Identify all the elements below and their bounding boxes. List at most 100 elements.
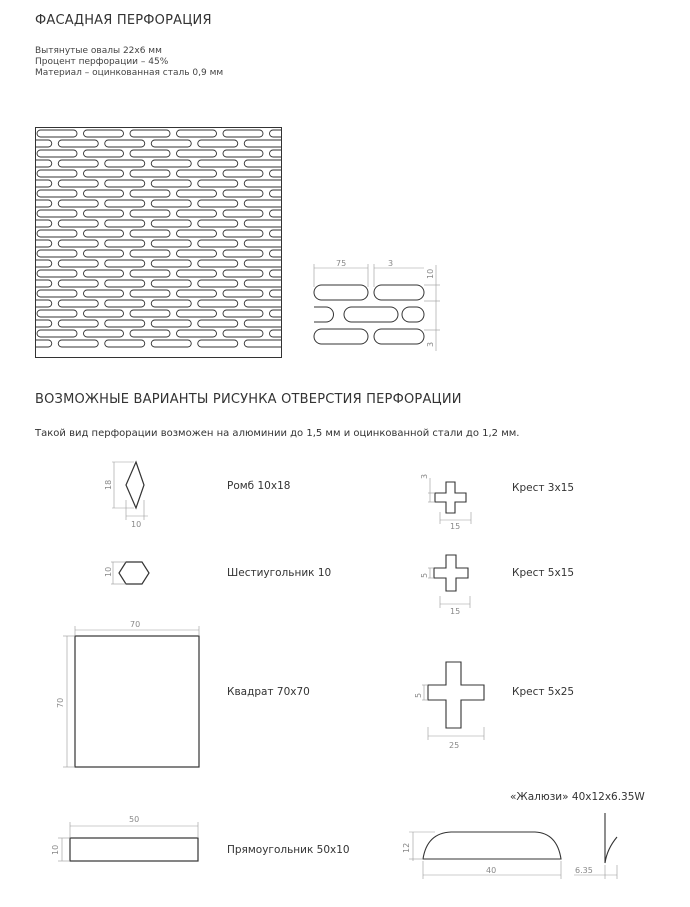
perforation-oval [222, 129, 264, 138]
perforation-oval [129, 169, 171, 178]
perforation-oval [176, 249, 217, 258]
perforation-oval [129, 269, 171, 278]
perforation-oval [243, 199, 281, 208]
perforation-oval [176, 269, 217, 278]
perforation-oval [129, 189, 171, 198]
perforation-oval [197, 199, 239, 208]
perforation-oval [222, 289, 264, 298]
perforation-oval [222, 329, 264, 338]
square-dim-w: 70 [130, 620, 140, 629]
perforation-oval [104, 179, 146, 188]
perforation-oval [57, 339, 99, 348]
perforation-oval [222, 209, 264, 218]
hexagon-label: Шестиугольник 10 [227, 567, 332, 579]
perforation-oval [83, 129, 124, 138]
perforation-oval [36, 139, 53, 148]
perforation-oval [222, 169, 264, 178]
perforation-oval [104, 199, 146, 208]
rectangle-dim-w: 50 [129, 815, 139, 824]
cross-3x15-dim-t: 3 [420, 474, 429, 479]
perforation-oval [176, 149, 217, 158]
perforation-oval [129, 129, 171, 138]
perforation-oval [150, 339, 192, 348]
louver-drawing: 12 40 6.35 [402, 813, 618, 879]
perforation-oval [83, 329, 124, 338]
cross-3x15-drawing: 3 15 [420, 474, 472, 530]
perforation-oval [269, 289, 281, 298]
perforation-oval [104, 159, 146, 168]
perforation-oval [57, 319, 99, 328]
perforation-oval [104, 219, 146, 228]
perforation-oval [57, 299, 99, 308]
perforation-oval [57, 159, 99, 168]
perforation-oval [150, 159, 192, 168]
perforation-oval [269, 309, 281, 318]
perforation-oval [129, 149, 171, 158]
perforation-oval [243, 159, 281, 168]
perforation-oval [176, 189, 217, 198]
spec-line-percent: Процент перфорации – 45% [35, 57, 169, 67]
louver-label: «Жалюзи» 40х12х6.35W [510, 791, 645, 803]
perforation-oval [176, 169, 217, 178]
perforation-oval [57, 259, 99, 268]
perforation-oval [269, 229, 281, 238]
square-dim-h: 70 [56, 698, 65, 708]
perforation-oval [129, 329, 171, 338]
perforation-oval [36, 209, 78, 218]
perforation-oval [36, 219, 53, 228]
perforation-oval [150, 199, 192, 208]
perforation-oval [83, 189, 124, 198]
pattern-detail-drawing: 75 3 10 3 [313, 259, 440, 351]
perforation-oval [197, 279, 239, 288]
perforation-oval [36, 289, 78, 298]
perforation-panel [35, 127, 282, 358]
cross-3x15-label: Крест 3х15 [512, 482, 575, 494]
perforation-oval [104, 239, 146, 248]
dim-pitch: 75 [336, 259, 346, 268]
perforation-oval [57, 279, 99, 288]
perforation-oval [222, 229, 264, 238]
perforation-oval [176, 129, 217, 138]
perforation-oval [197, 319, 239, 328]
hexagon-drawing: 10 [104, 561, 150, 585]
louver-dim-h: 12 [402, 843, 411, 853]
perforation-oval [197, 159, 239, 168]
perforation-oval [83, 229, 124, 238]
perforation-oval [36, 159, 53, 168]
rhombus-dim-h: 18 [104, 480, 113, 490]
perforation-oval [243, 259, 281, 268]
spec-line-material: Материал – оцинкованная сталь 0,9 мм [35, 68, 224, 78]
perforation-oval [83, 249, 124, 258]
cross-5x25-dim-w: 25 [449, 741, 459, 750]
perforation-oval [197, 179, 239, 188]
perforation-oval [176, 329, 217, 338]
perforation-oval [36, 229, 78, 238]
perforation-oval [83, 289, 124, 298]
perforation-oval [150, 259, 192, 268]
perforation-oval [176, 289, 217, 298]
perforation-oval [243, 279, 281, 288]
perforation-oval [197, 139, 239, 148]
variants-note: Такой вид перфорации возможен на алюмини… [35, 428, 520, 439]
perforation-oval [197, 239, 239, 248]
perforation-oval [36, 329, 78, 338]
perforation-oval [197, 339, 239, 348]
perforation-oval [150, 179, 192, 188]
perforation-oval [243, 139, 281, 148]
louver-dim-d: 6.35 [575, 866, 593, 875]
perforation-oval [36, 239, 53, 248]
perforation-oval [36, 179, 53, 188]
perforation-oval [36, 189, 78, 198]
perforation-oval [129, 249, 171, 258]
dim-gap-v: 3 [426, 342, 435, 347]
hexagon-dim: 10 [104, 567, 113, 577]
perforation-oval [83, 169, 124, 178]
perforation-oval [104, 279, 146, 288]
perforation-oval [176, 229, 217, 238]
perforation-oval [129, 289, 171, 298]
perforation-oval [222, 189, 264, 198]
cross-5x25-dim-t: 5 [414, 693, 423, 698]
square-drawing: 70 70 [56, 620, 200, 768]
perforation-oval [83, 209, 124, 218]
perforation-oval [243, 319, 281, 328]
